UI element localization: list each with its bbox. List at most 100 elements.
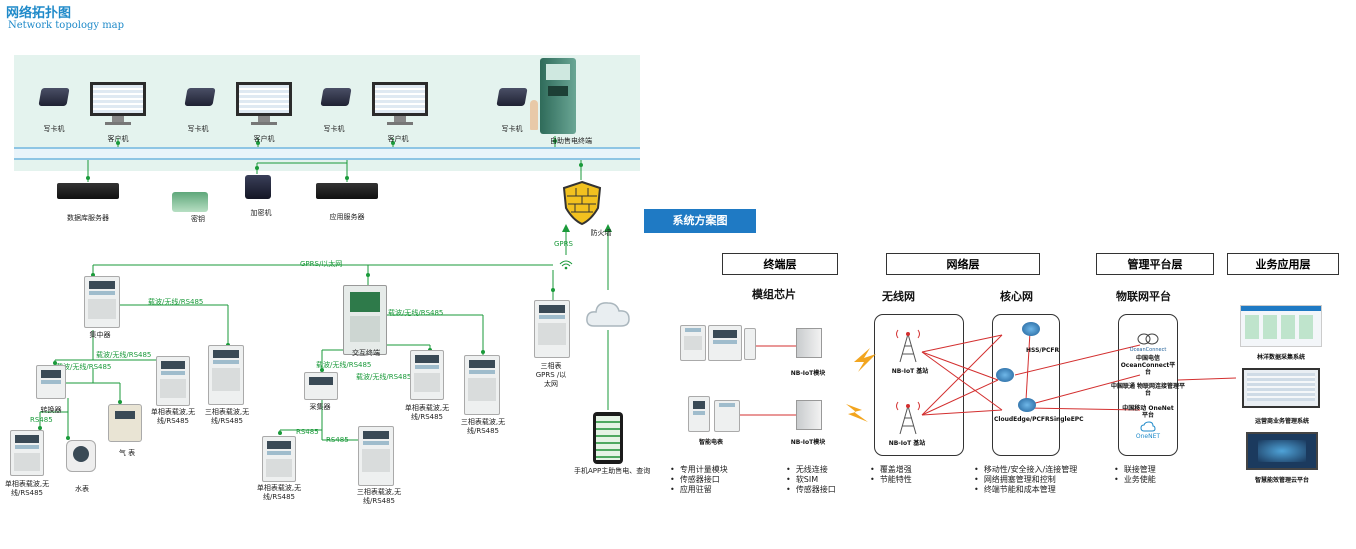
module-device [744,328,756,360]
gprs-label: GPRS [554,240,573,248]
single-phase-meter-label: 单相表载波,无线/RS485 [256,484,302,501]
firewall-label: 防火墙 [590,229,612,237]
encryptor-device [245,175,271,199]
person-figure [530,100,538,130]
app-server-label: 应用服务器 [329,213,365,221]
module-device [680,325,706,361]
cloud-icon [586,302,630,327]
three-phase-meter [464,355,500,415]
three-phase-meter [358,426,394,486]
link-label: 载波/无线/RS485 [356,373,412,381]
rs485-label: RS485 [296,428,319,436]
client-pc-label: 客户机 [107,135,129,143]
card-writer-label: 写卡机 [501,125,523,133]
single-phase-meter [156,356,190,406]
bullets-core: • 移动性/安全接入/连接管理 • 网络拥塞管理和控制 • 终端节能和成本管理 [974,465,1086,495]
converter-label: 转换器 [40,406,62,414]
wireless-net-title: 无线网 [882,290,915,303]
app-screenshot-3 [1246,432,1318,470]
router-icon [1018,398,1036,412]
single-phase-meter [410,350,444,400]
bullet-item: • 软SIM [786,475,819,484]
layer-terminal: 终端层 [722,253,838,275]
collector-device [304,372,338,400]
interactive-terminal [343,285,387,355]
network-bus [14,147,640,160]
collector-label: 采集器 [309,403,331,411]
three-phase-meter-label: 三相表载波,无线/RS485 [460,418,506,435]
telecom-platform-label: 中国电信 OceanConnect平台 [1120,355,1176,376]
wireless-network-box [874,314,964,456]
router-icon [996,368,1014,382]
gas-meter [108,404,142,442]
ocean-connect-text: OceanConnect [1129,347,1167,353]
link-label: 载波/无线/RS485 [316,361,372,369]
nb-iot-module [796,400,822,430]
smart-meter-device [714,400,740,432]
card-writer-label: 写卡机 [323,125,345,133]
bullet-item: • 传感器接口 [670,475,720,484]
link-label: 载波/无线/RS485 [96,351,152,359]
single-phase-meter-label: 单相表载波,无线/RS485 [4,480,50,497]
app-screenshot-2 [1242,368,1320,408]
bullet-item: • 业务使能 [1114,475,1156,484]
card-writer-label: 写卡机 [187,125,209,133]
single-phase-meter [262,436,296,482]
module-chip-title: 模组芯片 [752,288,796,301]
concentrator-device [84,276,120,328]
page-title: 网络拓扑图 [6,6,72,21]
app-3-label: 智慧能效管理云平台 [1254,477,1309,484]
three-phase-meter-label: 三相表载波,无线/RS485 [204,408,250,425]
iot-platform-title: 物联网平台 [1116,290,1171,303]
core-network-box [992,314,1060,456]
base-station-icon [896,401,920,435]
link-label: 载波/无线/RS485 [388,309,444,317]
base-station-label: NB-IoT 基站 [888,440,926,447]
rs485-label: RS485 [30,416,53,424]
layer-application: 业务应用层 [1227,253,1339,275]
db-server [57,183,119,199]
mobile-platform-label: 中国移动 OneNet平台 [1122,405,1174,419]
bullet-item: • 移动性/安全接入/连接管理 [974,465,1078,474]
client-pc [236,82,292,125]
water-meter [66,440,96,472]
interactive-terminal-label: 交互终端 [352,349,380,357]
onenet-cloud-icon [1140,421,1156,432]
bullet-item: • 节能特性 [870,475,912,484]
bullet-item: • 专用计量模块 [670,465,728,474]
solution-links [740,331,1237,422]
app-server [316,183,378,199]
bullet-item: • 终端节能和成本管理 [974,485,1056,494]
bullet-item: • 应用驻留 [670,485,712,494]
smart-meter-device [688,396,710,432]
bullet-item: • 覆盖增强 [870,465,912,474]
ocean-connect-logo [1137,333,1159,345]
router-icon [1022,322,1040,336]
solution-badge: 系统方案图 [644,209,756,233]
client-pc [372,82,428,125]
cloud-edge-label: CloudEdge/PCFRSingleEPC [994,416,1084,423]
iot-platform-box [1118,314,1178,456]
card-writer-device [496,88,528,106]
link-label: 载波/无线/RS485 [56,363,112,371]
link-label: 载波/无线/RS485 [148,298,204,306]
firewall-icon [562,180,602,226]
bullet-item: • 联接管理 [1114,465,1156,474]
layer-platform: 管理平台层 [1096,253,1214,275]
gas-meter-label: 气 表 [118,449,136,457]
single-phase-meter-label: 单相表载波,无线/RS485 [404,404,450,421]
bullet-item: • 网络拥塞管理和控制 [974,475,1056,484]
key-card [172,192,208,212]
water-meter-label: 水表 [75,485,89,493]
key-label: 密钥 [191,215,205,223]
layer-network: 网络层 [886,253,1040,275]
three-phase-gprs-label: 三相表GPRS /以太网 [535,362,567,388]
single-phase-meter-label: 单相表载波,无线/RS485 [150,408,196,425]
bullet-item: • 无线连接 [786,465,828,474]
card-writer-device [38,88,70,106]
base-station-icon [896,329,920,363]
single-phase-meter [10,430,44,476]
mobile-phone [593,412,623,464]
three-phase-gprs-meter [534,300,570,358]
self-service-label: 自助售电终端 [550,137,592,145]
